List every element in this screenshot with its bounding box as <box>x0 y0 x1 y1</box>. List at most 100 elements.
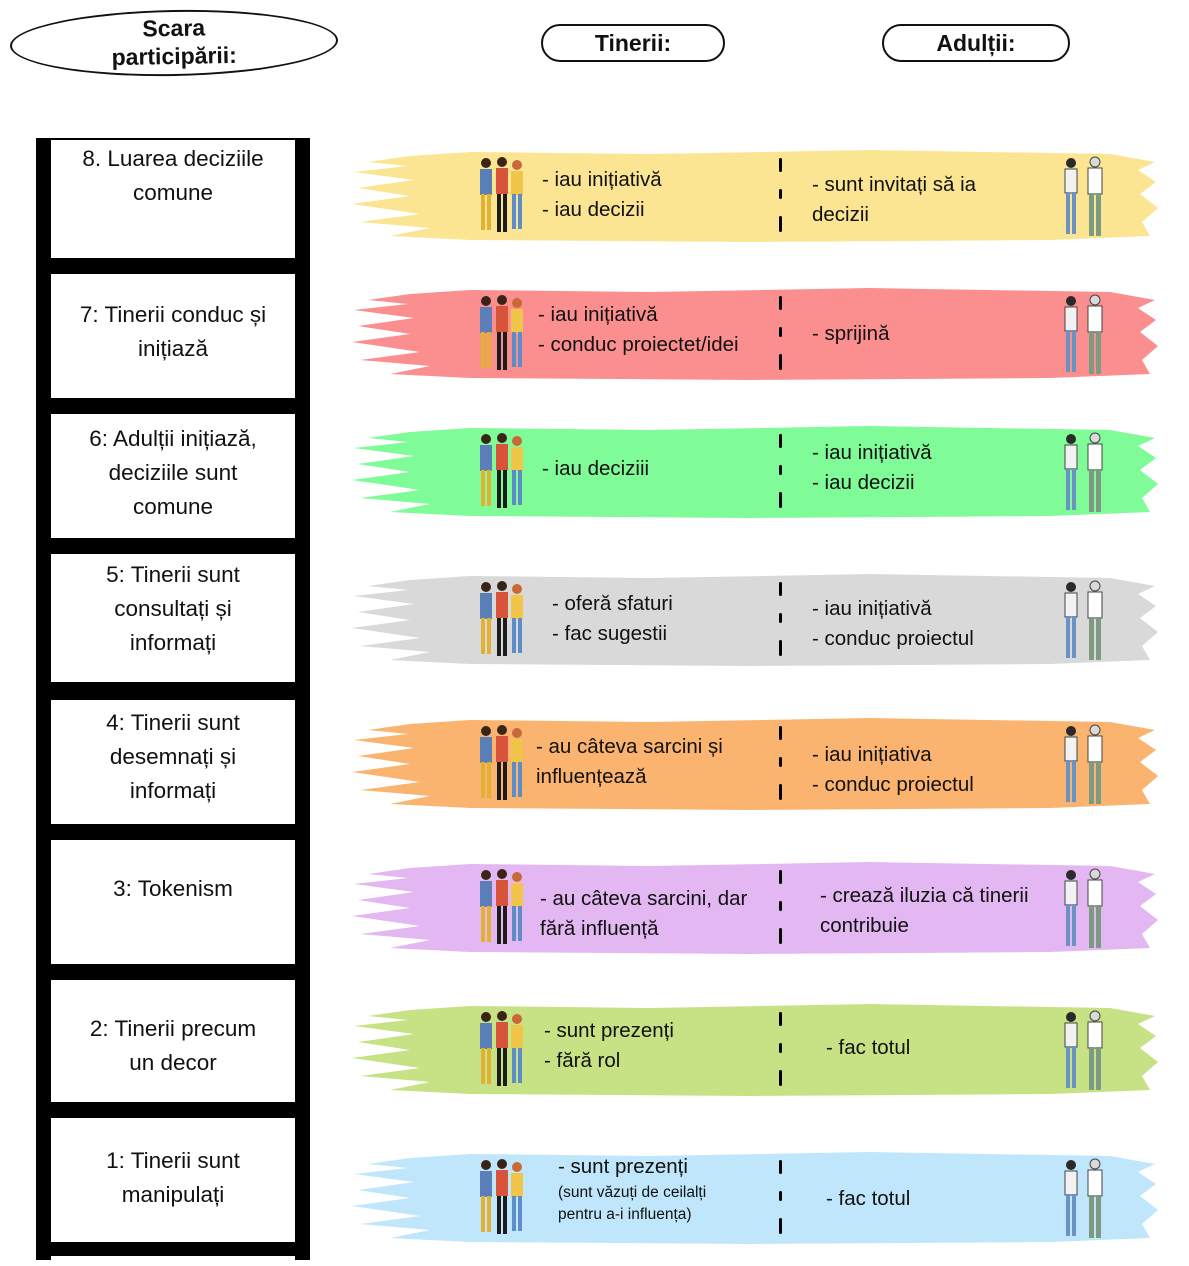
adults-pair-icon <box>1064 1010 1103 1090</box>
paint-stroke <box>352 1152 1158 1244</box>
adult-roles: - crează iluzia că tinerii contribuie <box>820 881 1029 941</box>
step-title-line: 7: Tinerii conduc și <box>79 302 267 327</box>
column-divider <box>779 434 782 508</box>
youth-group-icon <box>480 157 523 232</box>
column-divider <box>779 296 782 370</box>
column-divider <box>779 158 782 232</box>
adults-pair-icon <box>1064 294 1103 374</box>
youth-role: - oferă sfaturi <box>552 592 673 615</box>
paint-stroke <box>352 150 1158 242</box>
youth-role: - conduc proiectet/idei <box>538 333 739 356</box>
ladder-step-4: 4: Tinerii sunt desemnați și informați <box>51 700 295 824</box>
youth-role: - au câteva sarcini, dar <box>540 887 748 910</box>
youth-role: - iau inițiativă <box>542 168 662 191</box>
step-title-line: 3: Tokenism <box>113 876 233 901</box>
band-level-7: - iau inițiativă- conduc proiectet/idei … <box>350 286 1160 382</box>
youth-group-icon <box>480 869 523 944</box>
youth-role: - iau deciziii <box>542 457 650 480</box>
youth-group-icon <box>480 295 523 370</box>
youth-role: fără influență <box>540 917 659 940</box>
youth-roles: - oferă sfaturi - fac sugestii <box>552 589 673 649</box>
adult-role: decizii <box>812 203 869 226</box>
ladder-step-8: 8. Luarea deciziile comune <box>51 140 295 258</box>
youth-role-note: (sunt văzuți de ceilalți <box>558 1184 707 1201</box>
youth-column-header: Tinerii: <box>541 24 725 62</box>
adult-role: - sunt invitați să ia <box>812 173 977 196</box>
step-title-line: comune <box>132 180 214 205</box>
step-title-line: 4: Tinerii sunt <box>106 710 240 735</box>
youth-group-icon <box>480 725 523 800</box>
adult-role: - iau decizii <box>812 471 915 494</box>
adult-role: - fac totul <box>826 1036 911 1059</box>
youth-roles: - iau inițiativă- conduc proiectet/idei <box>538 300 739 360</box>
ladder-step-3: 3: Tokenism <box>51 840 295 964</box>
paint-stroke <box>352 426 1158 518</box>
adult-roles: - iau inițiativa- conduc proiectul <box>812 740 974 800</box>
band-level-4: - au câteva sarcini și influențează - ia… <box>350 716 1160 812</box>
column-divider <box>779 870 782 944</box>
youth-role: - iau decizii <box>542 198 645 221</box>
scale-title-line-1: Scara <box>142 14 206 42</box>
adult-roles: - fac totul <box>826 1184 910 1214</box>
ladder-step-7: 7: Tinerii conduc și inițiază <box>51 274 295 398</box>
column-divider <box>779 726 782 800</box>
ladder-step-0 <box>51 1256 295 1266</box>
band-level-3: - au câteva sarcini, dar fără influență … <box>350 860 1160 956</box>
step-title-line: inițiază <box>137 336 209 361</box>
ladder-step-5: 5: Tinerii sunt consultați și informați <box>51 554 295 682</box>
adult-roles: - sunt invitați să ia decizii <box>812 170 976 230</box>
adult-roles: - fac totul <box>826 1033 910 1063</box>
step-title-line: 8. Luarea deciziile <box>82 146 264 171</box>
step-title-line: informați <box>129 778 217 803</box>
adults-pair-icon <box>1064 868 1103 948</box>
adult-role: - conduc proiectul <box>812 773 974 796</box>
youth-group-icon <box>480 1011 523 1086</box>
youth-role: influențează <box>536 765 647 788</box>
adults-column-header: Adulții: <box>882 24 1070 62</box>
adult-role: - iau inițiativă <box>812 597 932 620</box>
adult-roles: - iau inițiativă - iau decizii <box>812 438 932 498</box>
adults-pair-icon <box>1064 432 1103 512</box>
band-level-5: - oferă sfaturi - fac sugestii - iau iniț… <box>350 572 1160 668</box>
adult-role: - crează iluzia că tinerii <box>820 884 1029 907</box>
step-title-line: informați <box>129 630 217 655</box>
adults-pair-icon <box>1064 1158 1103 1238</box>
column-divider <box>779 1160 782 1234</box>
adults-pair-icon <box>1064 580 1103 660</box>
adult-role: contribuie <box>820 914 909 937</box>
adult-role: - conduc proiectul <box>812 627 974 650</box>
adult-role: - sprijină <box>812 322 890 345</box>
youth-role: - fără rol <box>544 1049 621 1072</box>
youth-role: - fac sugestii <box>552 622 668 645</box>
youth-roles: - au câteva sarcini și influențează <box>536 732 723 792</box>
band-level-8: - iau inițiativă - iau decizii - sunt inv… <box>350 148 1160 244</box>
adult-role: - fac totul <box>826 1187 911 1210</box>
paint-stroke <box>352 288 1158 380</box>
step-title-line: comune <box>132 494 214 519</box>
step-title-line: deciziile sunt <box>108 460 238 485</box>
youth-group-icon <box>480 433 523 508</box>
youth-roles: - au câteva sarcini, dar fără influență <box>540 884 747 944</box>
step-title-line: 2: Tinerii precum <box>89 1016 257 1041</box>
youth-group-icon <box>480 1159 523 1234</box>
youth-role: - sunt prezenți <box>544 1019 674 1042</box>
paint-stroke <box>352 862 1158 954</box>
adult-roles: - sprijină <box>812 319 889 349</box>
step-title-line: consultați și <box>114 596 232 621</box>
youth-role-note: pentru a-i influența) <box>558 1206 692 1223</box>
youth-roles: - sunt prezenți - fără rol <box>544 1016 674 1076</box>
adult-roles: - iau inițiativă - conduc proiectul <box>812 594 974 654</box>
scale-title-line-2: participării: <box>111 41 238 71</box>
adults-pair-icon <box>1064 724 1103 804</box>
youth-roles: - iau deciziii <box>542 454 649 484</box>
step-title-line: 5: Tinerii sunt <box>106 562 240 587</box>
paint-stroke <box>352 718 1158 810</box>
step-title-line: desemnați și <box>109 744 237 769</box>
youth-role: - au câteva sarcini și <box>536 735 723 758</box>
band-level-6: - iau deciziii - iau inițiativă - iau dec… <box>350 424 1160 520</box>
adult-role: - iau inițiativă <box>812 441 932 464</box>
